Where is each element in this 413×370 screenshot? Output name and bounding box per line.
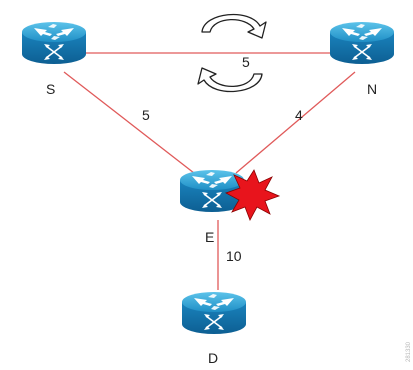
router-icon (21, 21, 87, 65)
link-cost-s-e: 5 (142, 107, 150, 123)
link-cost-n-e: 4 (295, 107, 303, 123)
router-s (21, 21, 87, 65)
node-label-s: S (46, 81, 55, 97)
link-s-e (63, 71, 195, 174)
link-n-e (235, 71, 356, 174)
node-label-d: D (208, 350, 218, 366)
loop-arrows-icon (197, 13, 267, 93)
link-cost-s-n: 5 (242, 54, 250, 70)
router-icon (181, 291, 247, 335)
node-label-n: N (367, 81, 377, 97)
explosion-icon (225, 169, 281, 221)
router-d (181, 291, 247, 335)
node-label-e: E (205, 229, 214, 245)
router-icon (329, 21, 395, 65)
link-cost-e-d: 10 (226, 248, 242, 264)
router-n (329, 21, 395, 65)
figure-id-watermark: 281330 (406, 341, 412, 362)
